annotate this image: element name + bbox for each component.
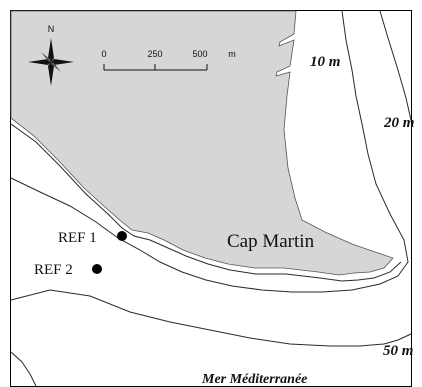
place-label-cap-martin: Cap Martin [227,231,315,252]
contour-50m [10,289,412,347]
north-label: N [48,24,55,34]
depth-label-10m: 10 m [310,54,340,70]
depth-label-20m: 20 m [383,115,414,131]
scale-tick-500: 500 [192,49,207,59]
sea-label: Mer Méditerranée [201,372,307,387]
station-label-ref2: REF 2 [34,262,73,278]
station-ref2: REF 2 [34,262,102,278]
depth-label-50m: 50 m [383,343,413,359]
station-ref1: REF 1 [58,230,127,246]
north-arrow-icon: N [28,24,74,86]
scale-bar: 0 250 500 m [101,49,236,71]
coastline-outer [10,123,402,282]
contour-20m [379,10,412,121]
scale-unit: m [228,49,236,59]
scale-tick-0: 0 [101,49,106,59]
contour-50m-left [10,351,37,387]
scale-tick-250: 250 [147,49,162,59]
land-cap-martin [10,10,394,276]
station-label-ref1: REF 1 [58,230,97,246]
